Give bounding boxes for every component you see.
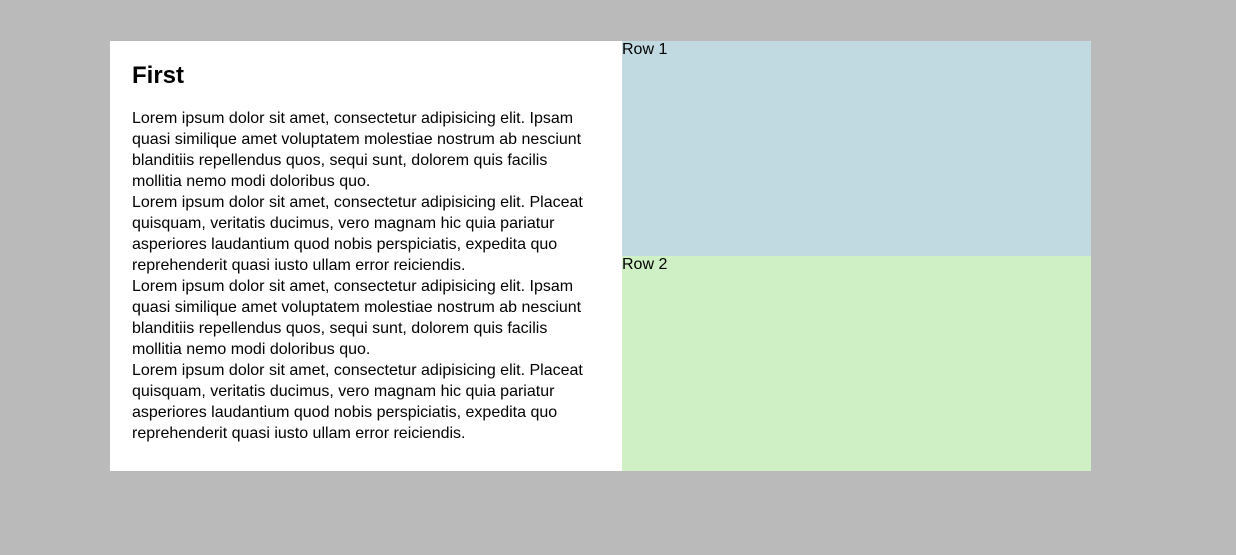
paragraph-2: Lorem ipsum dolor sit amet, consectetur … [132, 194, 583, 274]
first-body: Lorem ipsum dolor sit amet, consectetur … [132, 108, 600, 444]
paragraph-3: Lorem ipsum dolor sit amet, consectetur … [132, 278, 582, 358]
row-1-label: Row 1 [622, 41, 668, 58]
paragraph-4: Lorem ipsum dolor sit amet, consectetur … [132, 362, 583, 442]
first-panel: First Lorem ipsum dolor sit amet, consec… [110, 41, 622, 471]
paragraph-1: Lorem ipsum dolor sit amet, consectetur … [132, 110, 582, 190]
layout-container: First Lorem ipsum dolor sit amet, consec… [110, 41, 1091, 471]
first-heading: First [132, 62, 185, 89]
row-1: Row 1 [622, 41, 1091, 256]
rows-panel: Row 1 Row 2 [622, 41, 1091, 471]
row-2-label: Row 2 [622, 256, 668, 273]
row-2: Row 2 [622, 256, 1091, 471]
